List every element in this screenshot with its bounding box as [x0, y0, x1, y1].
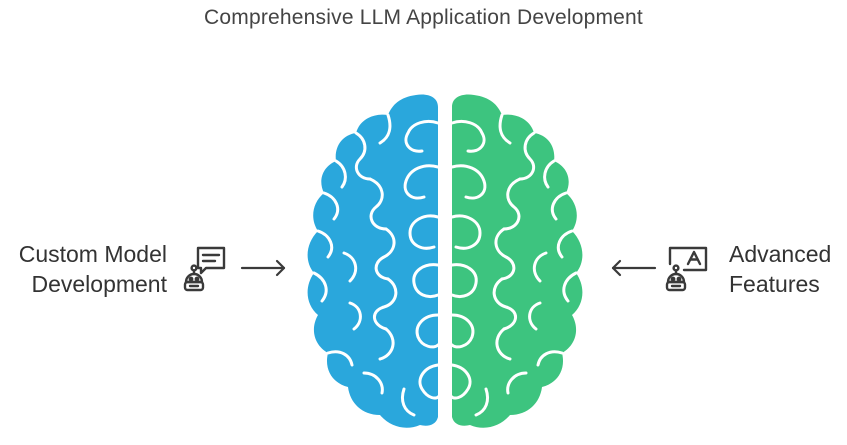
diagram-title: Comprehensive LLM Application Developmen… [204, 6, 643, 29]
right-hemisphere [452, 94, 583, 428]
advanced-features-label: Advanced Features [729, 239, 831, 299]
right-label-line2: Features [729, 271, 820, 297]
left-label-line1: Custom Model [18, 241, 167, 267]
arrow-left-icon [611, 259, 657, 277]
left-hemisphere [307, 94, 438, 428]
left-label-line2: Development [31, 271, 167, 297]
arrow-right-icon [240, 259, 286, 277]
right-label-line1: Advanced [729, 241, 832, 267]
brain-illustration [307, 94, 583, 428]
custom-model-development-label: Custom Model Development [19, 239, 167, 299]
robot-chat-icon [183, 246, 226, 292]
brain-folds [312, 113, 578, 417]
robot-text-icon [665, 246, 708, 292]
